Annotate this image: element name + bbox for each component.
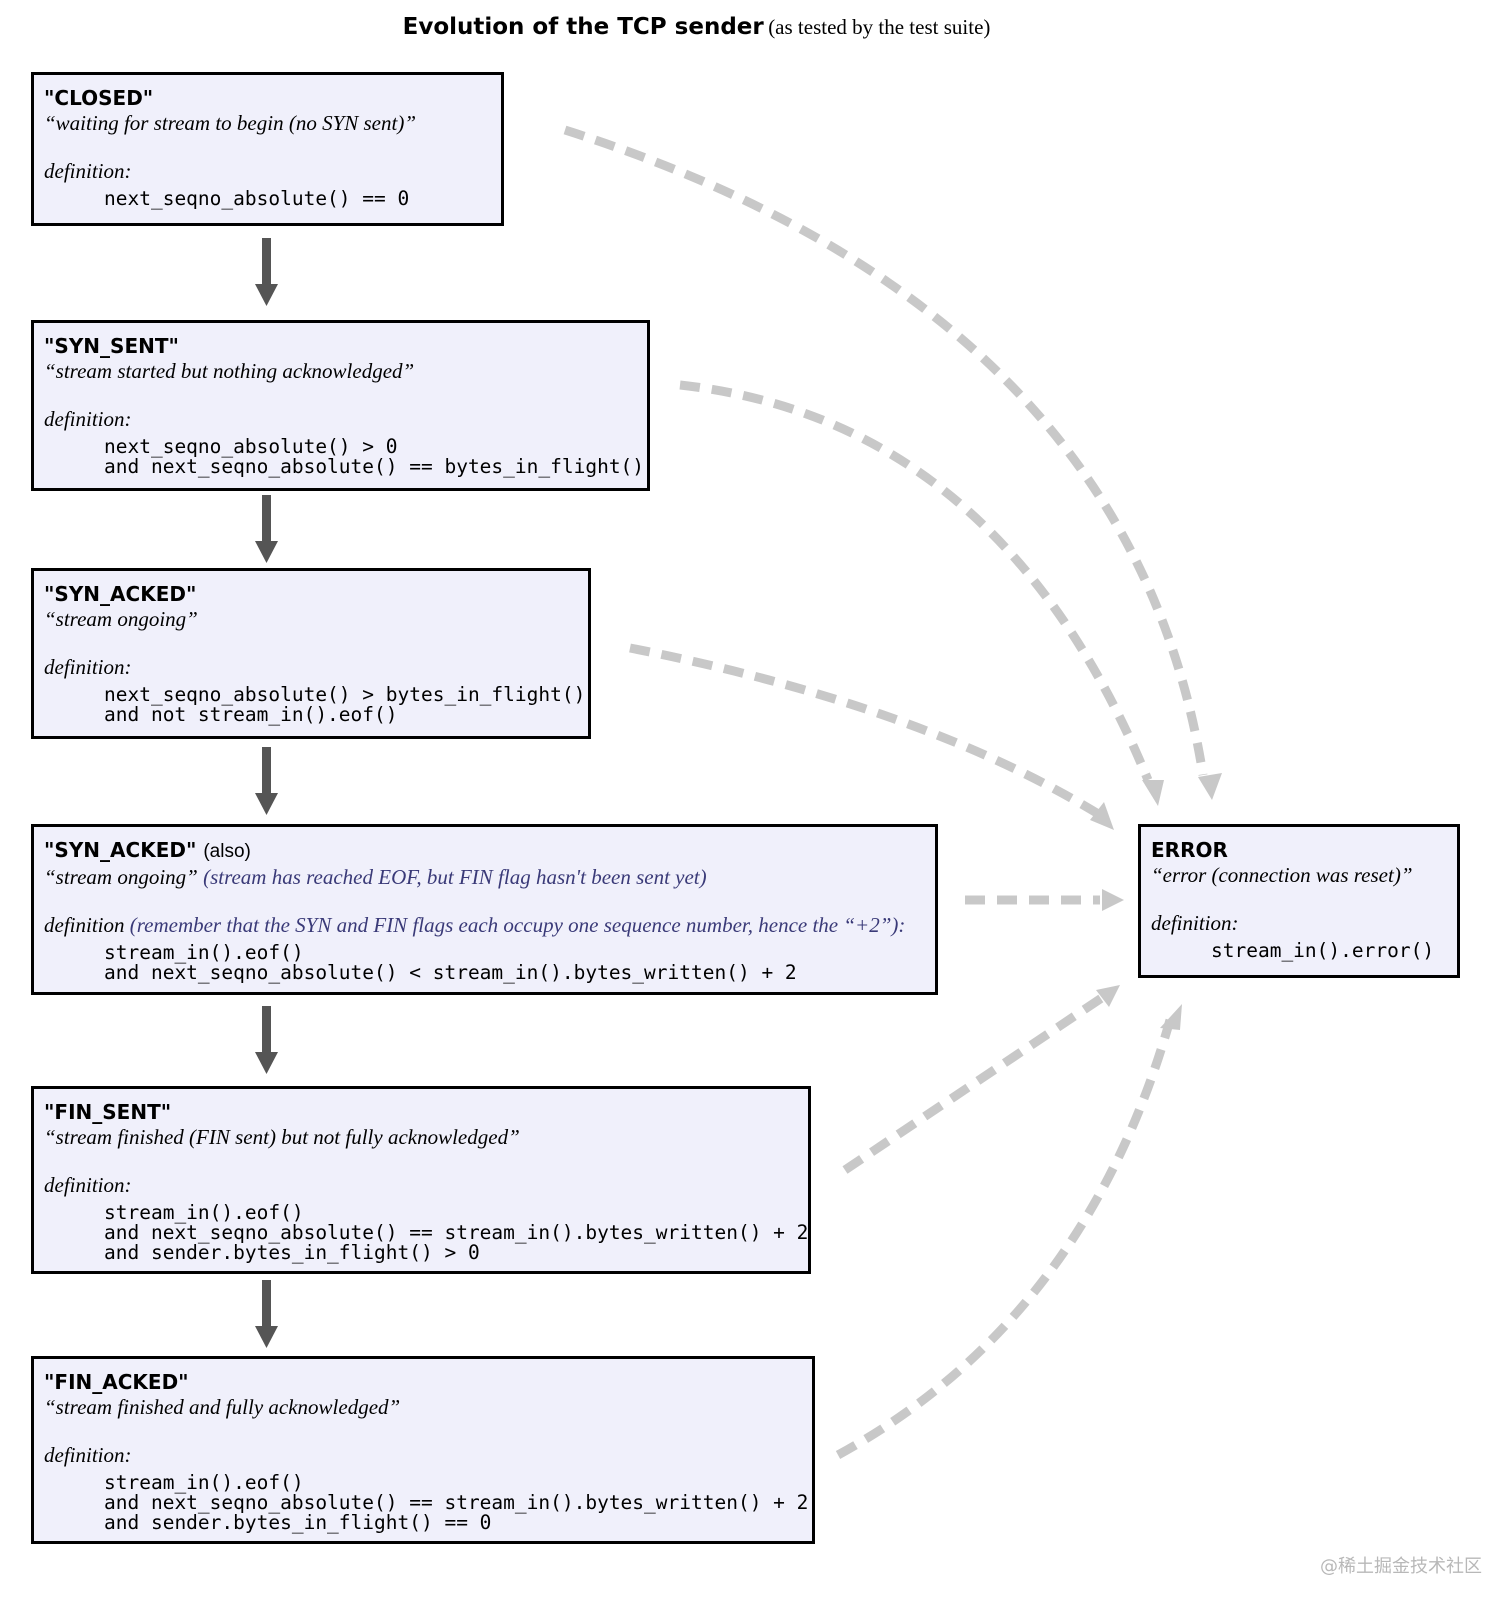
state-name: "SYN_ACKED" (44, 838, 197, 862)
state-syn-sent: "SYN_SENT" “stream started but nothing a… (31, 320, 650, 491)
title-main: Evolution of the TCP sender (402, 14, 764, 40)
condition-line: and next_seqno_absolute() == stream_in()… (104, 1491, 809, 1514)
arrow-syn-acked-also-to-fin-sent (255, 1006, 278, 1074)
state-description: “stream finished and fully acknowledged” (44, 1395, 401, 1419)
state-description: “stream ongoing” (44, 865, 198, 889)
state-name: "FIN_SENT" (44, 1100, 172, 1124)
arrow-syn-acked-to-syn-acked-also (255, 747, 278, 815)
watermark: @稀土掘金技术社区 (1320, 1556, 1482, 1577)
definition-code: stream_in().eof()and next_seqno_absolute… (104, 1471, 809, 1534)
arrow-closed-to-error (563, 125, 1208, 776)
condition-line: and not stream_in().eof() (104, 703, 398, 726)
state-description: “stream started but nothing acknowledged… (44, 359, 415, 383)
state-name: "SYN_ACKED" (44, 582, 197, 606)
arrow-fin-sent-to-error (842, 993, 1106, 1174)
state-description: “stream ongoing” (44, 607, 198, 631)
arrow-fin-acked-to-error (835, 1018, 1175, 1459)
definition-note: (remember that the SYN and FIN flags eac… (129, 913, 906, 937)
arrowhead-fin-sent (1096, 985, 1120, 1007)
definition-label: definition: (1151, 911, 1239, 935)
arrowhead-syn-sent (1142, 780, 1164, 806)
condition-line: and next_seqno_absolute() == stream_in()… (104, 1221, 809, 1244)
arrow-fin-sent-to-fin-acked (255, 1280, 278, 1348)
definition-label: definition: (44, 1443, 132, 1467)
state-description: “stream finished (FIN sent) but not full… (44, 1125, 520, 1149)
arrow-syn-sent-to-syn-acked (255, 495, 278, 563)
definition-label: definition: (44, 159, 132, 183)
state-fin-acked: "FIN_ACKED" “stream finished and fully a… (31, 1356, 815, 1544)
condition-line: and next_seqno_absolute() == bytes_in_fl… (104, 455, 645, 478)
state-fin-sent: "FIN_SENT" “stream finished (FIN sent) b… (31, 1086, 811, 1274)
condition-line: stream_in().eof() (104, 1201, 304, 1224)
condition-line: and sender.bytes_in_flight() == 0 (104, 1511, 492, 1534)
definition-code: next_seqno_absolute() == 0 (104, 189, 491, 209)
definition-line: definition (remember that the SYN and FI… (44, 912, 925, 938)
state-syn-acked-also: "SYN_ACKED" (also) “stream ongoing” (str… (31, 824, 938, 995)
state-name: "FIN_ACKED" (44, 1370, 189, 1394)
definition-code: stream_in().error() (1211, 941, 1447, 961)
condition-line: next_seqno_absolute() > bytes_in_flight(… (104, 683, 586, 706)
arrow-closed-to-syn-sent (255, 238, 278, 306)
condition-line: next_seqno_absolute() > 0 (104, 435, 398, 458)
description-note: (stream has reached EOF, but FIN flag ha… (203, 865, 707, 889)
arrow-syn-sent-to-error (679, 380, 1153, 782)
state-name: "SYN_SENT" (44, 334, 179, 358)
arrowhead-closed (1198, 773, 1222, 800)
state-name: "CLOSED" (44, 86, 154, 110)
condition-line: and next_seqno_absolute() < stream_in().… (104, 961, 797, 984)
title-note: (as tested by the test suite) (768, 15, 991, 39)
condition-line: stream_in().eof() (104, 1471, 304, 1494)
condition-line: stream_in().eof() (104, 941, 304, 964)
arrow-syn-acked-to-error (629, 643, 1103, 819)
condition-line: and sender.bytes_in_flight() > 0 (104, 1241, 480, 1264)
arrowhead-fin-acked (1160, 1004, 1182, 1030)
state-description: “error (connection was reset)” (1151, 863, 1413, 887)
definition-label: definition: (44, 655, 132, 679)
diagram-title: Evolution of the TCP sender (as tested b… (0, 14, 1393, 40)
state-description-line: “stream ongoing” (stream has reached EOF… (44, 864, 925, 890)
definition-code: next_seqno_absolute() > bytes_in_flight(… (104, 683, 586, 726)
definition-label: definition: (44, 1173, 132, 1197)
state-syn-acked: "SYN_ACKED" “stream ongoing” definition:… (31, 568, 591, 739)
state-error: ERROR “error (connection was reset)” def… (1138, 824, 1460, 978)
definition-code: stream_in().eof()and next_seqno_absolute… (104, 1201, 809, 1264)
state-closed: "CLOSED" “waiting for stream to begin (n… (31, 72, 504, 226)
arrowhead-syn-acked (1090, 802, 1114, 830)
state-description: “waiting for stream to begin (no SYN sen… (44, 111, 417, 135)
definition-code: stream_in().eof()and next_seqno_absolute… (104, 943, 925, 983)
condition-line: stream_in().error() (1211, 939, 1435, 962)
state-name-line: "SYN_ACKED" (also) (44, 838, 925, 864)
definition-label: definition (44, 913, 125, 937)
state-name: ERROR (1151, 838, 1228, 862)
state-name-suffix: (also) (203, 841, 251, 862)
condition-line: next_seqno_absolute() == 0 (104, 187, 410, 210)
definition-label: definition: (44, 407, 132, 431)
arrowhead-syn-acked-also (1102, 889, 1124, 911)
